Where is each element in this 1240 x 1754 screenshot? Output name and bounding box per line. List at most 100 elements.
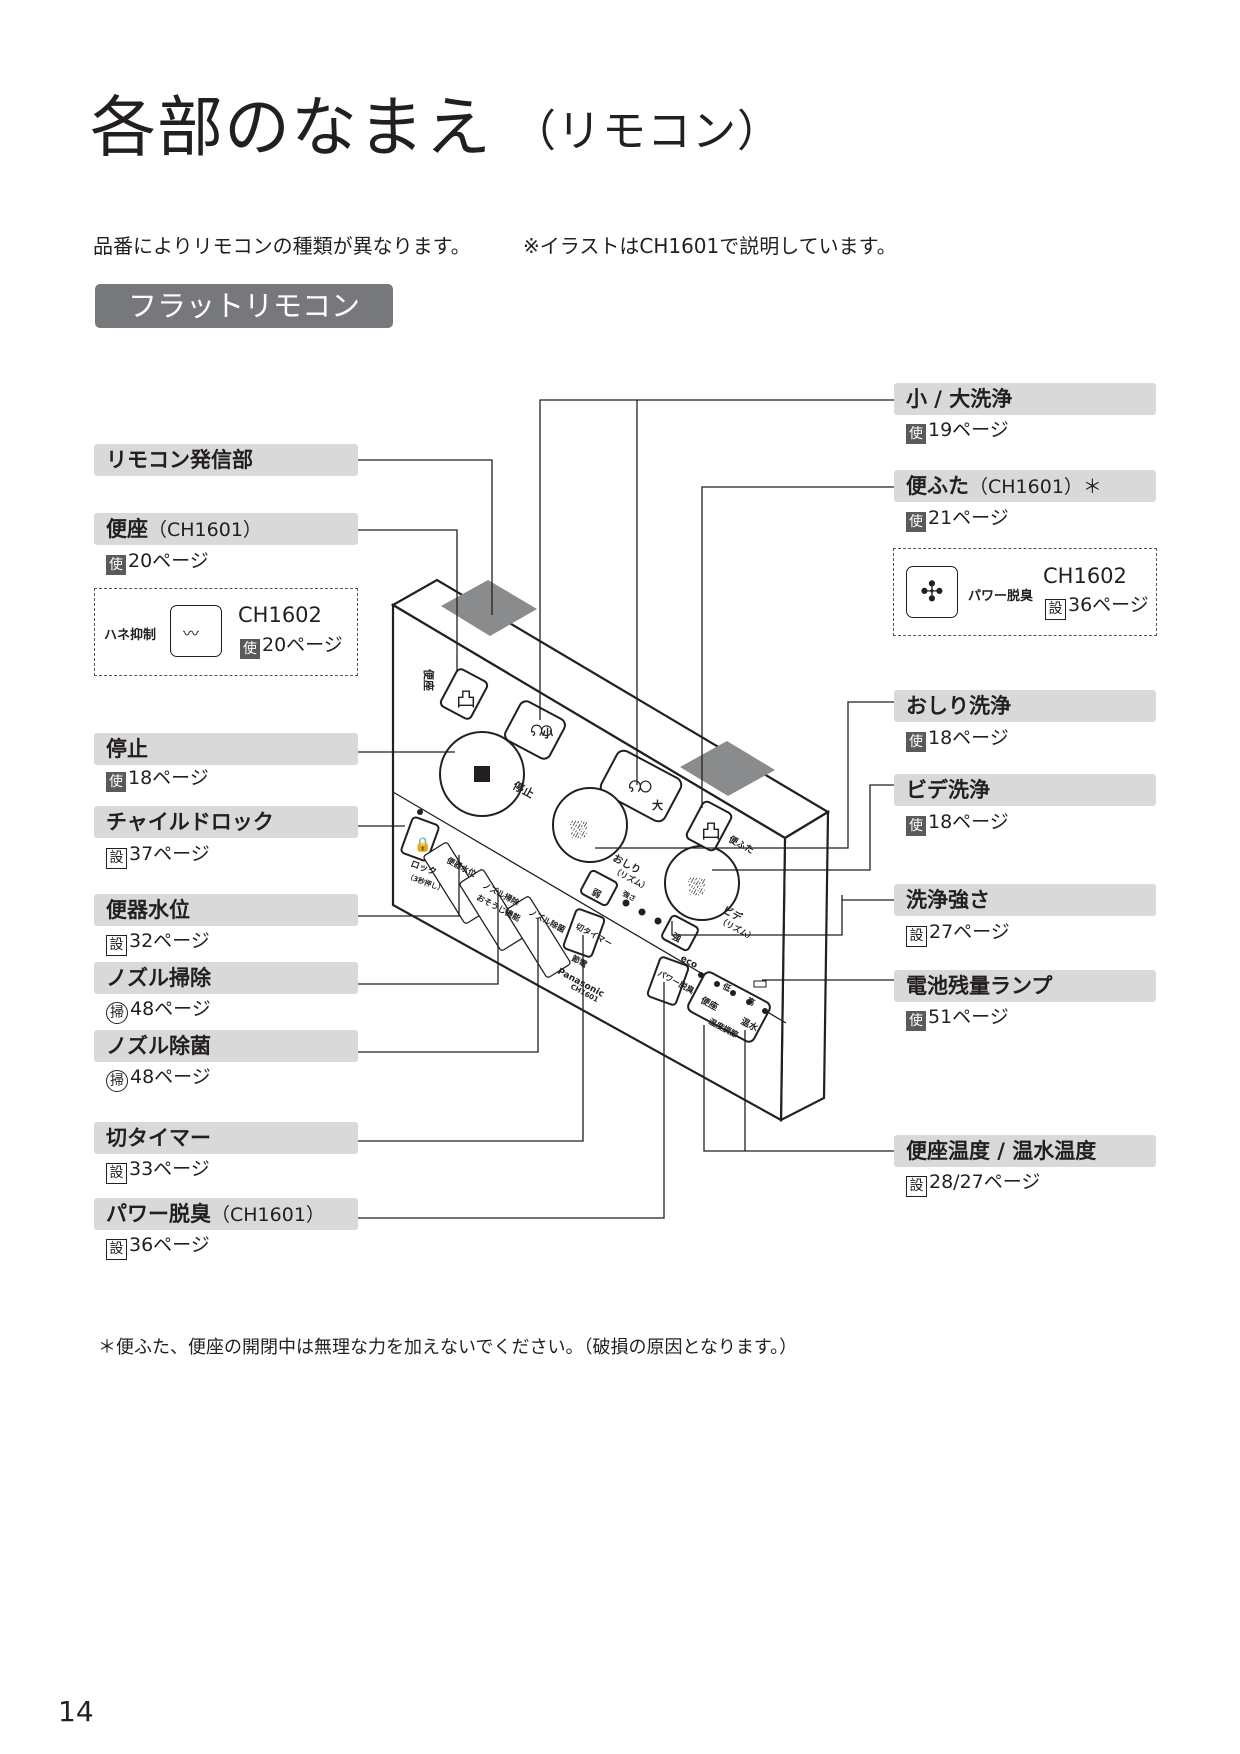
label-stop: 停止 [94,733,358,765]
benfuta-button [685,800,733,852]
leader-strength [671,899,894,936]
label-nozzle-germ: ノズル除菌 [94,1030,358,1062]
cleaning-icon: 掃 [106,1002,128,1024]
nozzle-clean-button [459,869,525,951]
title-main-text: 各部のなまえ [90,89,492,166]
power-button [646,956,690,1006]
use-icon: 使 [906,512,926,532]
remote-text-benza: 便座 [422,669,436,691]
swirl-icon-small: ꩡ [530,714,553,742]
benza-button [439,668,489,720]
remote-text-sho: 小 [541,726,553,740]
label-benza: 便座（CH1601） [94,513,358,545]
settings-icon: 設 [1045,599,1066,620]
leader-nozzle-germ [358,918,539,1053]
settings-icon: 設 [106,1239,127,1260]
settings-icon: 設 [106,1163,127,1184]
swirl-icon-large: ꩡ [628,769,653,799]
strength-strong-button [661,914,699,952]
intro-text: 品番によりリモコンの種類が異なります。 [93,234,471,258]
bidet-spray-icon: ⛆ [688,876,706,901]
use-icon: 使 [106,555,126,575]
label-oshiri: おしり洗浄 [894,690,1156,722]
variant-box-right [893,548,1157,636]
variant-left-label: ハネ抑制 [104,628,157,643]
use-icon: 使 [906,424,926,444]
use-icon: 使 [240,639,260,659]
oshiri-button [552,787,628,863]
remote-text-tei: 低 [720,980,733,993]
remote-text-kou: 高 [745,995,757,1008]
leader-oshiri [595,701,894,849]
label-benfuta: 便ふた（CH1601）＊ [894,470,1156,502]
lock-button [400,816,440,862]
temp-button [687,971,771,1043]
label-flush: 小 / 大洗浄 [894,383,1156,415]
leader-flush-small [539,399,894,720]
use-icon: 使 [106,772,126,792]
label-strength: 洗浄強さ [894,884,1156,916]
label-water-level: 便器水位 [94,894,358,926]
label-bidet: ビデ洗浄 [894,774,1156,806]
flush-large-button [599,749,683,823]
seat-icon: 凸 [456,687,476,711]
cleaning-icon: 掃 [106,1070,128,1092]
remote-side-face [779,810,830,1122]
lock-icon: 🔒 [414,837,431,853]
settings-icon: 設 [906,926,927,947]
fan-icon: ✣ [906,566,958,618]
page-number: 14 [58,1695,94,1728]
use-icon: 使 [906,816,926,836]
label-battery-lamp: 電池残量ランプ [894,970,1156,1002]
remote-text-dai: 大 [652,798,663,812]
label-nozzle-clean: ノズル掃除 [94,962,358,994]
transmitter-window-left [441,580,537,636]
settings-icon: 設 [906,1176,927,1197]
leader-suii [358,855,460,917]
settings-icon: 設 [106,935,127,956]
leader-benfuta [701,486,894,808]
variant-right-label: パワー脱臭 [968,589,1034,604]
label-temperature: 便座温度 / 温水温度 [894,1135,1156,1167]
label-transmitter: リモコン発信部 [94,444,358,476]
timer-button [562,908,606,958]
lid-icon: 凸 [701,819,721,843]
leader-benza [358,529,458,672]
strength-weak-button [580,869,618,907]
page-title: 各部のなまえ（リモコン） [90,95,782,161]
leader-bidet [712,784,894,871]
variant-box-left [94,588,358,676]
settings-icon: 設 [106,848,127,869]
leader-timer [358,935,584,1142]
label-power-deodorize: パワー脱臭（CH1601） [94,1198,358,1230]
use-icon: 使 [906,732,926,752]
flush-small-button [504,700,566,760]
transmitter-window-right [680,741,775,796]
footnote: ＊便ふた、便座の開閉中は無理な力を加えないでください。（破損の原因となります。） [98,1337,798,1358]
title-subtitle: （リモコン） [512,106,782,157]
use-icon: 使 [906,1011,926,1031]
splash-guard-icon: 〰 [170,605,222,657]
leader-temp [703,1025,894,1152]
label-timer: 切タイマー [94,1122,358,1154]
variant-right-model: CH1602 [1043,564,1127,588]
stop-square-icon [474,766,490,782]
